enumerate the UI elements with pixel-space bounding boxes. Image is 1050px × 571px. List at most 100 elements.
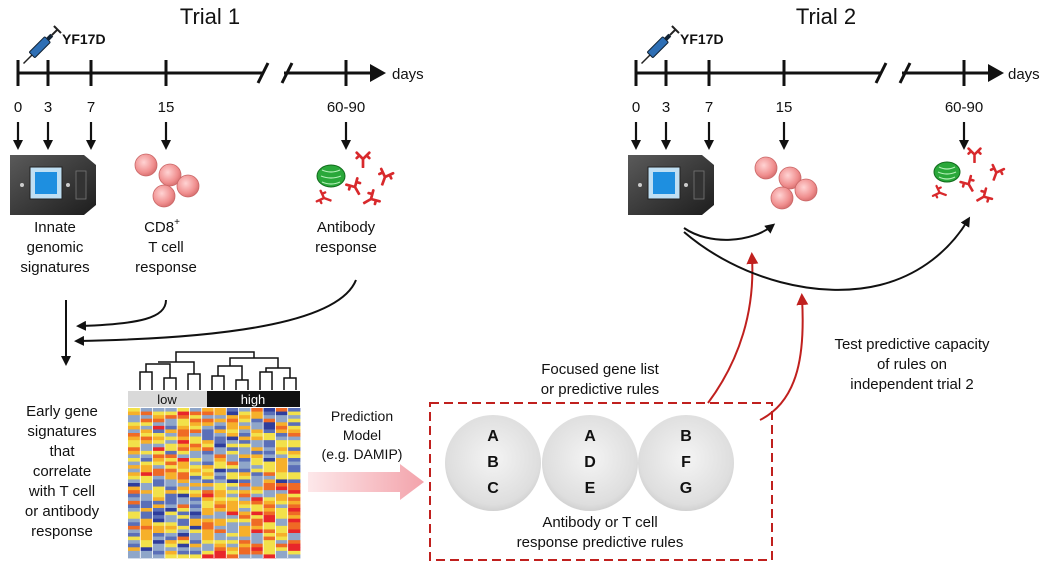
heatmap-cell	[177, 418, 190, 423]
trial2-tick-label: 15	[776, 99, 793, 116]
heatmap-cell	[164, 450, 178, 455]
heatmap-cell	[287, 458, 301, 462]
heatmap-cell	[201, 479, 215, 484]
heatmap-cell	[250, 475, 264, 480]
trial2-down-arrows	[631, 122, 969, 150]
heatmap-cell	[250, 529, 264, 534]
heatmap-cell	[238, 454, 252, 459]
heatmap-cell	[287, 497, 301, 502]
heatmap-cell	[152, 465, 166, 470]
heatmap-cell	[226, 486, 239, 491]
antibody-label-line: response	[315, 239, 377, 256]
heatmap-cell	[214, 415, 227, 420]
heatmap-cell	[128, 472, 141, 477]
heatmap-cell	[189, 461, 203, 466]
heatmap-cell	[238, 504, 252, 509]
heatmap-cell	[214, 486, 227, 491]
trial1-tick-label: 7	[87, 99, 95, 116]
heatmap-cell	[238, 447, 252, 452]
heatmap-cell	[238, 461, 252, 466]
heatmap-cell	[177, 433, 190, 437]
heatmap-cell	[263, 408, 276, 412]
heatmap-cell	[128, 436, 141, 441]
heatmap-cell	[177, 425, 190, 430]
heatmap-cell	[201, 468, 215, 473]
heatmap-cell	[189, 418, 203, 423]
heatmap-cell	[250, 547, 264, 552]
heatmap-cell	[250, 461, 264, 466]
rule-circles: A B C A D E B F G	[445, 415, 734, 511]
trial1-vaccine-label: YF17D	[62, 31, 106, 47]
heatmap-cell	[177, 504, 190, 509]
heatmap-cell	[214, 490, 227, 495]
trial1-tick-label: 0	[14, 99, 22, 116]
heatmap-cell	[189, 508, 203, 512]
heatmap-cell	[214, 461, 227, 466]
heatmap-cell	[250, 454, 264, 459]
heatmap-cell	[287, 554, 301, 559]
heatmap-cell	[250, 550, 264, 555]
heatmap-cell	[263, 468, 276, 473]
heatmap-cell	[250, 536, 264, 541]
heatmap-cell	[275, 429, 289, 434]
heatmap-cell	[238, 486, 252, 491]
heatmap-cell	[152, 479, 166, 484]
heatmap-cell	[263, 508, 276, 512]
heatmap-cell	[152, 515, 166, 520]
heatmap-cell	[152, 490, 166, 495]
heatmap-cell	[128, 550, 141, 555]
heatmap-cell	[250, 533, 264, 537]
heatmap-cell	[214, 472, 227, 477]
heatmap-cell	[250, 429, 264, 434]
heatmap-cell	[140, 447, 153, 452]
heatmap-cell	[263, 483, 276, 487]
heatmap-cell	[177, 554, 190, 559]
heatmap-cell	[189, 536, 203, 541]
heatmap-cell	[275, 450, 289, 455]
heatmap-cell	[201, 429, 215, 434]
heatmap-cell	[275, 465, 289, 470]
convergence-arrows	[61, 279, 357, 366]
heatmap-cell	[263, 540, 276, 545]
heatmap-cell	[189, 454, 203, 459]
heatmap-cell	[189, 486, 203, 491]
heatmap-cell	[214, 515, 227, 520]
heatmap-cell	[152, 458, 166, 462]
heatmap-cell	[201, 529, 215, 534]
heatmap-cell	[275, 411, 289, 416]
heatmap-cell	[152, 508, 166, 512]
heatmap-cell	[177, 543, 190, 548]
heatmap-cell	[201, 490, 215, 495]
heatmap-cell	[140, 536, 153, 541]
heatmap-cell	[214, 422, 227, 427]
heatmap-cell	[140, 458, 153, 462]
heatmap-cell	[250, 540, 264, 545]
heatmap-cell	[152, 554, 166, 559]
early-signatures-line: response	[31, 523, 93, 540]
heatmap-cell	[226, 540, 239, 545]
heatmap-cell	[177, 454, 190, 459]
heatmap-cell	[128, 450, 141, 455]
heatmap-cell	[238, 411, 252, 416]
heatmap-cell	[226, 475, 239, 480]
heatmap-cell	[250, 458, 264, 462]
heatmap-cell	[201, 543, 215, 548]
heatmap-cell	[140, 504, 153, 509]
heatmap-cell	[152, 411, 166, 416]
heatmap-cell	[226, 493, 239, 498]
heatmap-cell	[250, 522, 264, 527]
heatmap-cell	[275, 443, 289, 448]
heatmap-cell	[140, 429, 153, 434]
heatmap-cell	[152, 447, 166, 452]
heatmap-cell	[287, 540, 301, 545]
cd8-label-line: T cell	[148, 239, 184, 256]
rules-box	[429, 402, 773, 561]
heatmap-cell	[214, 529, 227, 534]
heatmap-cell	[226, 418, 239, 423]
heatmap-cell	[140, 433, 153, 437]
prediction-line: (e.g. DAMIP)	[322, 446, 403, 462]
heatmap-cell	[140, 540, 153, 545]
heatmap-cell	[287, 504, 301, 509]
rule-circle	[638, 415, 734, 511]
heatmap-cell	[263, 543, 276, 548]
